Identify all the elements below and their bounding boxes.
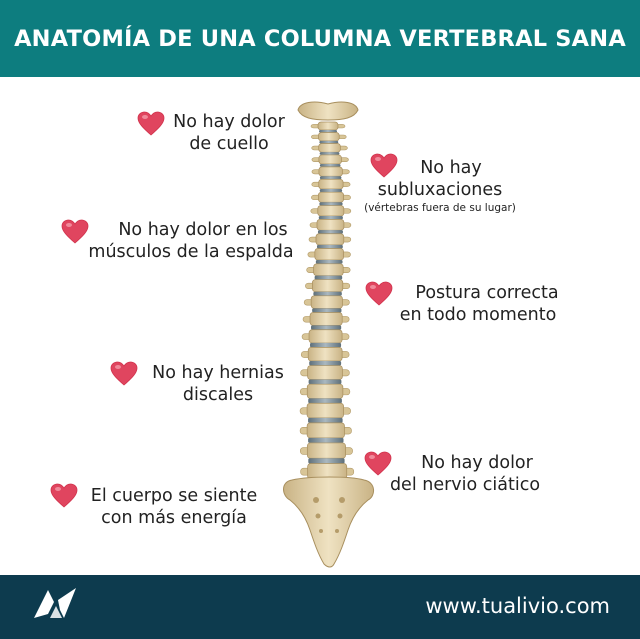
intervertebral-disc [319,176,342,180]
benefit-subluxations: No hay subluxaciones (vértebras fuera de… [364,158,516,214]
vertebra-body [317,121,339,131]
heart-icon [110,361,138,386]
intervertebral-disc [319,152,340,155]
benefit-energy: El cuerpo se siente con más energía [90,486,258,528]
vertebra-body [307,347,343,362]
sacrum [283,476,374,568]
vertebra-body [318,154,342,165]
intervertebral-disc [308,417,343,423]
page-title: ANATOMÍA DE UNA COLUMNA VERTEBRAL SANA [14,25,626,52]
benefit-sciatic-nerve: No hay dolor del nervio ciático [389,453,541,495]
intervertebral-disc [317,230,343,234]
heart-icon [61,219,89,244]
atlas-vertebra [297,101,359,121]
vertebra-body [313,263,344,276]
vertebra-body [306,422,345,439]
heart-icon [137,111,165,136]
title-banner: ANATOMÍA DE UNA COLUMNA VERTEBRAL SANA [0,0,640,77]
intervertebral-disc [319,189,343,193]
spine-illustration [283,101,374,568]
heart-icon [370,153,398,178]
intervertebral-disc [314,275,343,280]
vertebra-body [318,191,344,203]
vertebra-body [309,312,343,326]
vertebra-body [306,442,346,459]
intervertebral-disc [308,398,342,404]
benefit-neck: No hay dolor de cuello [173,112,285,154]
intervertebral-disc [319,202,343,206]
vertebrae-group [297,101,359,506]
intervertebral-disc [313,291,342,296]
vertebra-body [318,178,344,190]
website-url[interactable]: www.tualivio.com [425,594,610,618]
intervertebral-disc [309,360,342,366]
vertebra-body [314,248,344,261]
intervertebral-disc [312,308,342,313]
intervertebral-disc [308,458,345,464]
intervertebral-disc [311,325,342,330]
brand-logo [34,588,76,618]
benefit-herniated-discs: No hay hernias discales [152,363,284,405]
intervertebral-disc [315,260,343,264]
vertebra-body [307,365,343,380]
intervertebral-disc [316,244,343,249]
footer-bar: www.tualivio.com [0,575,640,639]
vertebra-body [306,402,344,419]
vertebra-body [315,233,345,246]
intervertebral-disc [308,437,344,443]
intervertebral-disc [319,130,337,133]
vertebra-body [318,132,340,142]
intervertebral-disc [308,379,342,385]
vertebra-body [316,219,345,231]
intervertebral-disc [310,342,342,348]
heart-icon [364,451,392,476]
vertebra-body [318,166,343,177]
vertebra-body [306,383,344,399]
vertebra-body [310,295,343,309]
intervertebral-disc [319,140,339,144]
heart-icon [50,483,78,508]
benefit-back-muscles: No hay dolor en los músculos de la espal… [88,220,294,262]
benefit-posture: Postura correcta en todo momento [399,283,559,325]
heart-icon [365,281,393,306]
intervertebral-disc [319,163,341,167]
vertebra-body [308,329,343,344]
vertebra-body [317,205,345,217]
vertebra-body [318,143,341,153]
intervertebral-disc [318,215,343,220]
vertebra-body [312,279,344,293]
